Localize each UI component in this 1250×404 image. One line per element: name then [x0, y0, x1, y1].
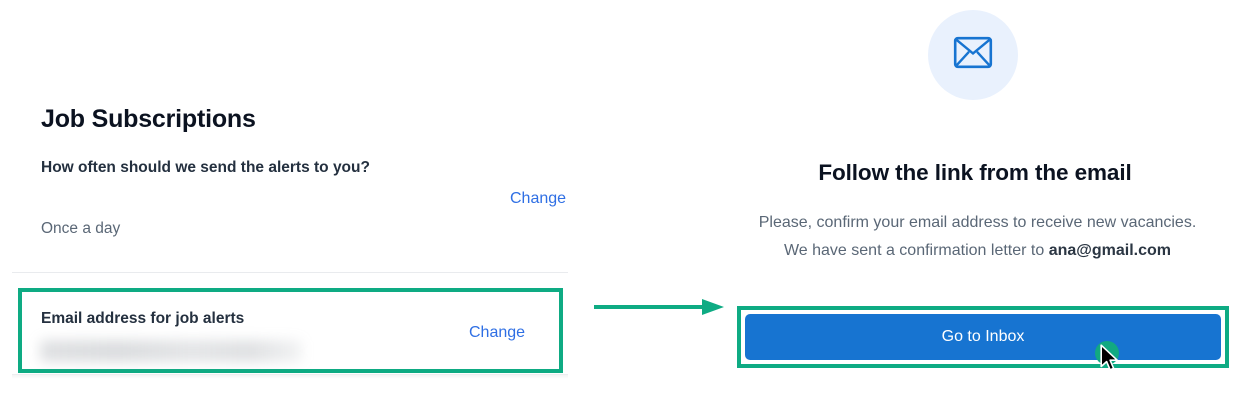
page-title: Job Subscriptions	[41, 104, 256, 133]
confirm-email-panel: Follow the link from the email Please, c…	[700, 0, 1250, 404]
change-frequency-link[interactable]: Change	[510, 190, 567, 207]
frequency-label: How often should we send the alerts to y…	[41, 159, 370, 176]
email-row-label: Email address for job alerts	[41, 310, 245, 327]
envelope-icon-badge	[928, 10, 1018, 100]
go-to-inbox-button[interactable]: Go to Inbox	[745, 314, 1221, 360]
user-email-address: ana@gmail.com	[1048, 242, 1172, 259]
envelope-icon	[953, 36, 993, 74]
confirm-email-body: Please, confirm your email address to re…	[745, 209, 1210, 265]
mouse-cursor-icon	[1100, 344, 1122, 374]
card-bottom-shadow	[12, 375, 568, 379]
confirm-email-heading: Follow the link from the email	[818, 159, 1132, 185]
body-line-1: Please, confirm your email address to re…	[758, 214, 1117, 231]
row-divider	[12, 272, 568, 273]
change-email-link[interactable]: Change	[469, 324, 526, 341]
job-subscriptions-panel: Job Subscriptions How often should we se…	[0, 0, 620, 404]
flow-arrow-icon	[592, 297, 728, 317]
card-bottom-edge	[12, 374, 568, 375]
highlight-box-email-row	[18, 288, 563, 373]
body-line-2: vacancies. We have sent a confirmation l…	[783, 214, 1197, 259]
email-row-value-redacted	[40, 340, 302, 362]
frequency-value: Once a day	[41, 220, 121, 237]
